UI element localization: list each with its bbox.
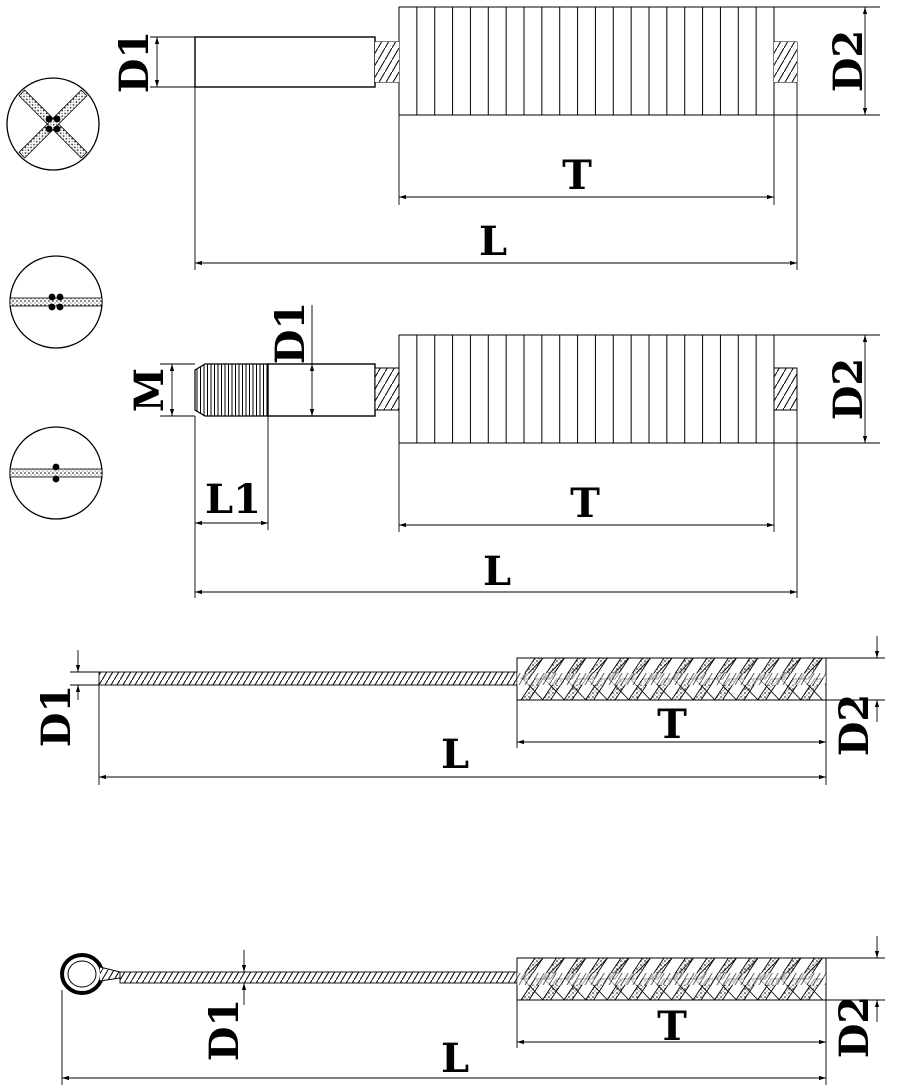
brush-2-t-label: T (570, 480, 600, 527)
brush-2-thread (194, 363, 269, 417)
brush-4-l-label: L (441, 1035, 469, 1082)
brush-4: D1 D2 T L (60, 936, 885, 1085)
brush-2-handle (267, 363, 376, 417)
brush-1-handle (194, 36, 376, 88)
brush-4-d1-label: D1 (201, 999, 248, 1062)
brush-1-d2-label: D2 (825, 30, 872, 93)
brush-3-t-label: T (657, 701, 687, 748)
brush-3: D1 D2 T L (33, 636, 885, 785)
brush-4-t-label: T (657, 1003, 687, 1050)
spiral-core (517, 673, 826, 685)
brush-2-m-label: M (126, 368, 173, 412)
cross-section-x (6, 77, 100, 171)
brush-2-d1-label: D1 (267, 302, 314, 365)
brush-3-d1-label: D1 (33, 685, 80, 748)
brush-3-wire (98, 671, 518, 686)
brush-2: M D1 D2 L1 T L (126, 302, 880, 598)
brush-1-d1-label: D1 (111, 31, 158, 94)
brush-2-l1-label: L1 (205, 476, 261, 523)
brush-2-l-label: L (483, 548, 511, 595)
brush-3-d2-label: D2 (831, 694, 878, 757)
brush-1-l-label: L (479, 218, 507, 265)
brush-2-bristles (398, 334, 775, 444)
brush-2-d2-label: D2 (825, 358, 872, 421)
brush-1-bristles (375, 6, 797, 116)
brush-3-l-label: L (441, 731, 469, 778)
cross-section-flat-double (9, 255, 103, 349)
brush-4-wire (119, 971, 518, 984)
brush-1: D1 D2 T L (111, 6, 880, 270)
brush-1-t-label: T (562, 152, 592, 199)
brush-4-d2-label: D2 (831, 996, 878, 1059)
spiral-core (517, 973, 826, 985)
cross-section-flat-single (9, 426, 103, 520)
